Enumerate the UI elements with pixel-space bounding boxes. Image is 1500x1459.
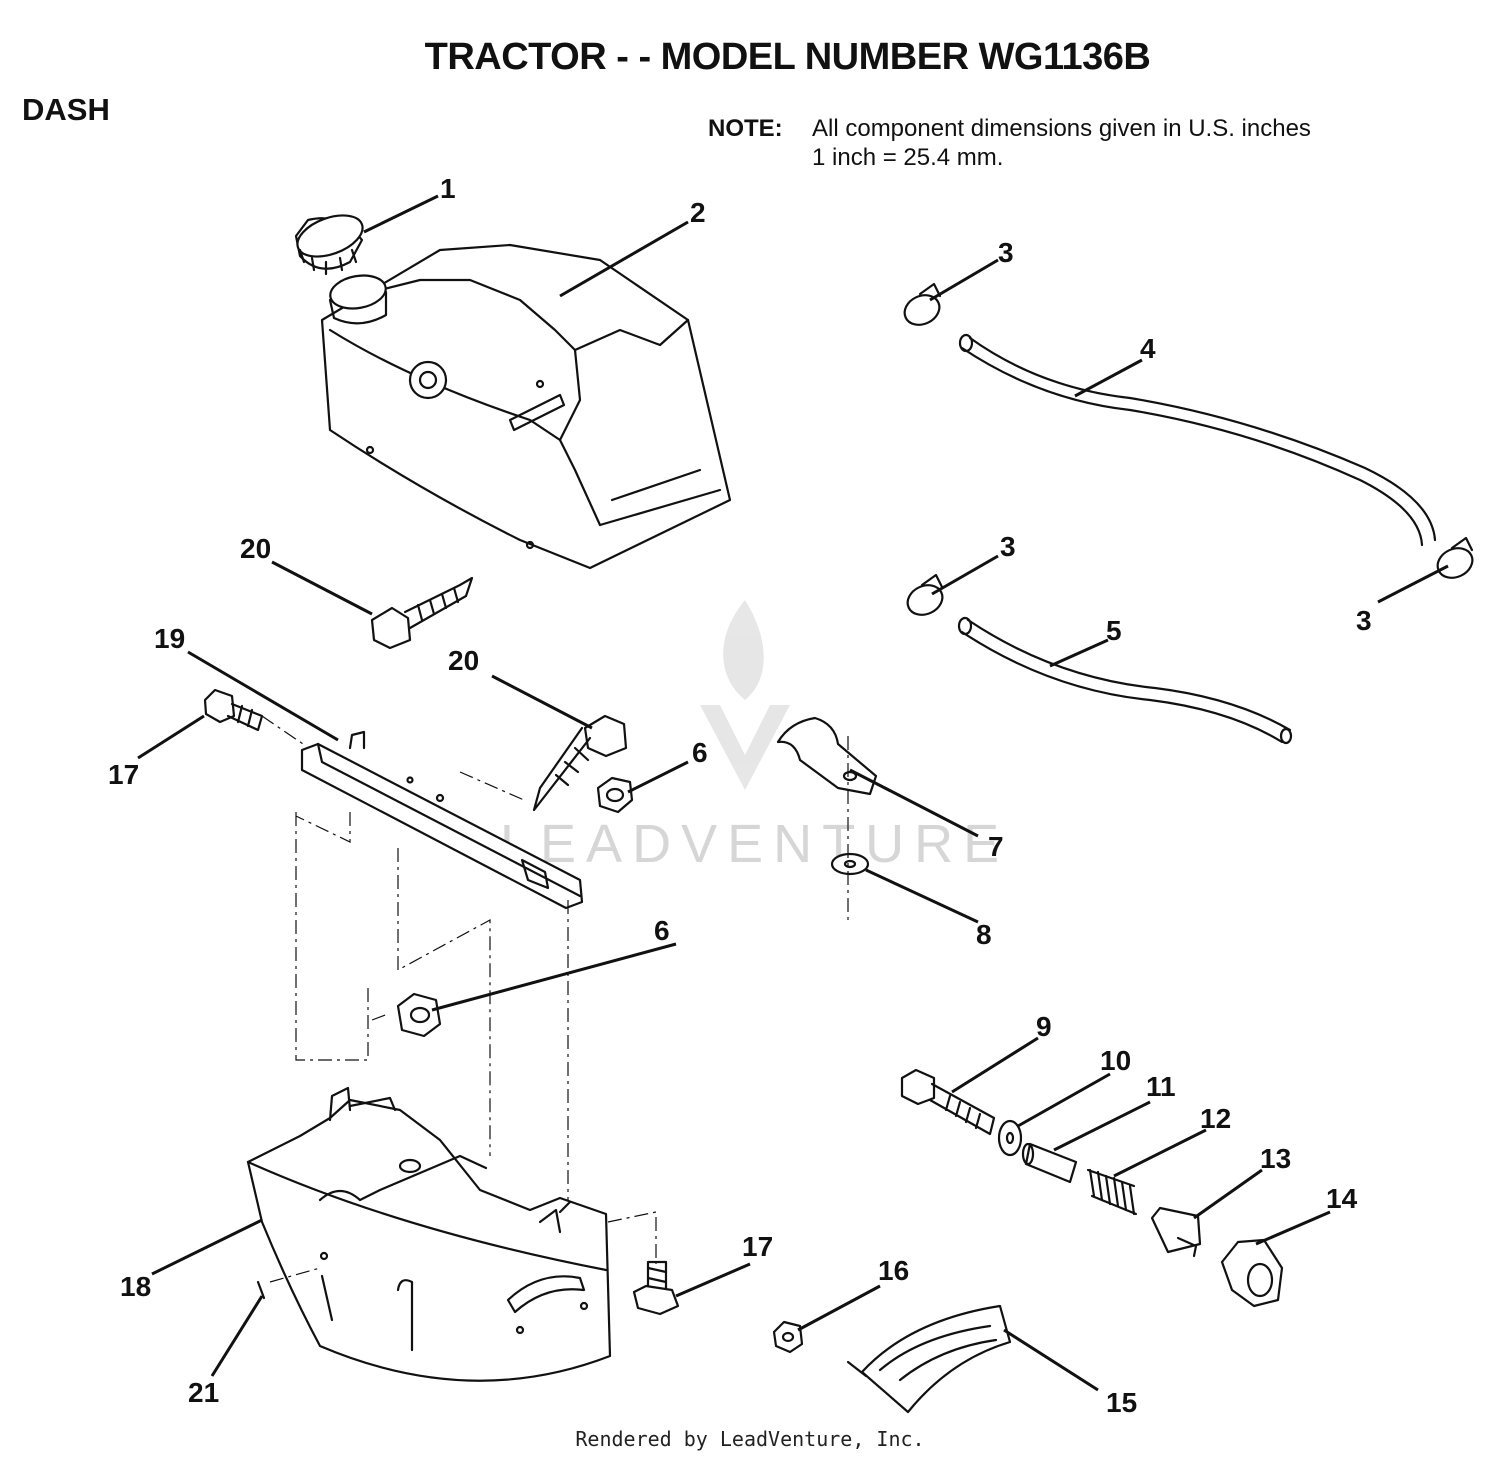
note-line-1: All component dimensions given in U.S. i…	[812, 115, 1311, 142]
callout-17: 17	[742, 1231, 773, 1262]
callout-3: 3	[1356, 605, 1372, 636]
callout-1: 1	[440, 173, 456, 204]
callout-21: 21	[188, 1377, 219, 1408]
screw-upper	[370, 576, 474, 650]
washer	[830, 852, 870, 876]
knob-cap	[1220, 1238, 1284, 1308]
callout-17: 17	[108, 759, 139, 790]
small-screw	[256, 1280, 266, 1300]
callout-3: 3	[998, 237, 1014, 268]
spacer-tube	[1021, 1142, 1078, 1184]
callout-6: 6	[654, 915, 670, 946]
callout-19: 19	[154, 623, 185, 654]
spring	[1086, 1168, 1138, 1216]
fuel-hose-lower	[957, 616, 1293, 745]
bolt-upper	[203, 688, 264, 732]
throttle-quadrant	[846, 1304, 1012, 1414]
callout-2: 2	[690, 197, 706, 228]
note-line-2: 1 inch = 25.4 mm.	[812, 144, 1004, 171]
callout-9: 9	[1036, 1011, 1052, 1042]
callout-16: 16	[878, 1255, 909, 1286]
callout-10: 10	[1100, 1045, 1131, 1076]
hex-nut-upper	[596, 776, 634, 814]
callout-18: 18	[120, 1271, 151, 1302]
page-title: TRACTOR - - MODEL NUMBER WG1136B	[424, 36, 1151, 78]
callout-13: 13	[1260, 1143, 1291, 1174]
callout-5: 5	[1106, 615, 1122, 646]
hose-clip	[776, 716, 878, 796]
fuel-cap	[294, 214, 364, 276]
footer-credit: Rendered by LeadVenture, Inc.	[575, 1427, 925, 1451]
hose-clamp	[906, 573, 944, 616]
bolt-long	[900, 1068, 996, 1136]
note-label: NOTE:	[708, 115, 783, 142]
callout-3: 3	[1000, 531, 1016, 562]
fuel-tank	[320, 243, 732, 570]
callout-4: 4	[1140, 333, 1156, 364]
section-title: DASH	[22, 92, 110, 127]
callout-20: 20	[448, 645, 479, 676]
callout-7: 7	[988, 831, 1004, 862]
screw-lower	[532, 714, 628, 812]
callout-11: 11	[1146, 1071, 1176, 1102]
hex-nut-lower	[396, 992, 442, 1038]
hex-nut-small	[772, 1320, 804, 1354]
callout-8: 8	[976, 919, 992, 950]
flat-washer	[997, 1119, 1023, 1157]
callout-14: 14	[1326, 1183, 1358, 1214]
fuel-hose-upper	[958, 333, 1437, 547]
hose-clamp	[903, 282, 942, 326]
callout-20: 20	[240, 533, 271, 564]
callout-15: 15	[1106, 1387, 1137, 1418]
watermark-logo	[700, 600, 790, 790]
watermark-text: LEADVENTURE	[500, 814, 1009, 874]
callout-6: 6	[692, 737, 708, 768]
bolt-lower	[632, 1260, 680, 1316]
lever-knob	[1150, 1206, 1202, 1258]
hose-clamp	[1436, 536, 1474, 579]
callout-12: 12	[1200, 1103, 1231, 1134]
callout-leaders	[137, 194, 1449, 1392]
dash-bracket	[300, 730, 584, 910]
dash-panel	[246, 1086, 612, 1382]
dimension-note: NOTE: All component dimensions given in U…	[708, 114, 1311, 172]
